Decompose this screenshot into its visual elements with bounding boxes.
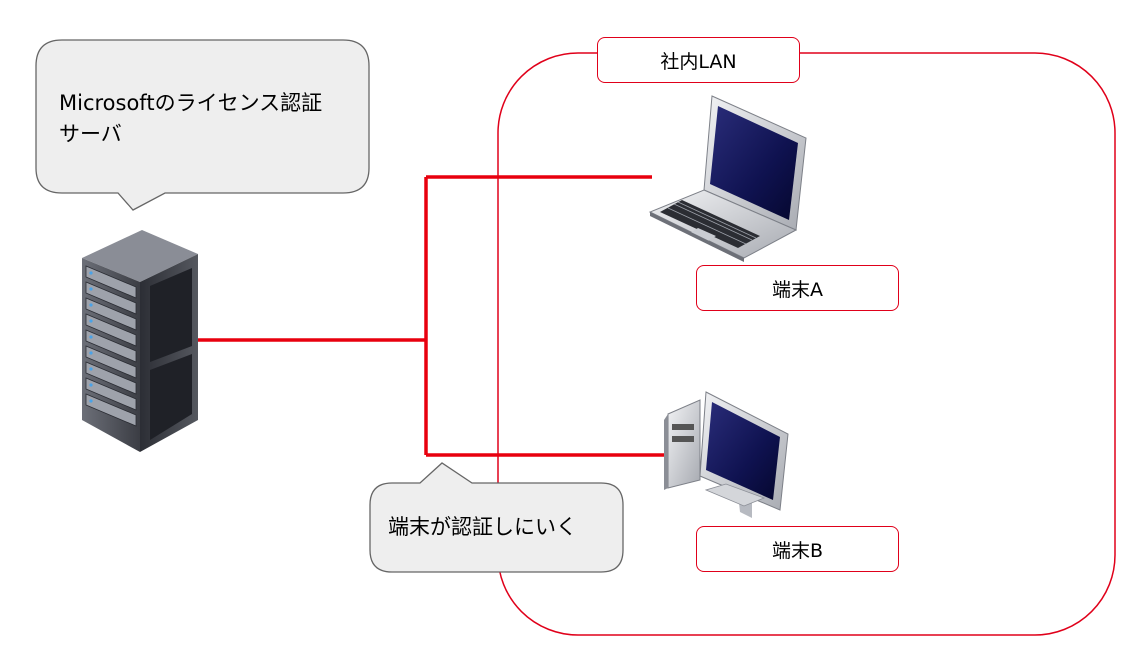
terminal-b-label: 端末B [696, 526, 899, 572]
terminal-b-label-text: 端末B [771, 539, 824, 562]
terminal-a-label-text: 端末A [772, 278, 823, 301]
server-rack-icon [82, 230, 198, 452]
server-callout-line-1: Microsoftのライセンス認証 [59, 91, 322, 115]
lan-label: 社内LAN [597, 37, 800, 83]
connection-lines [196, 175, 668, 457]
laptop-icon [648, 95, 807, 262]
server-callout-bubble [35, 39, 370, 211]
auth-callout-text: 端末が認証しにいく [388, 515, 577, 539]
lan-label-text: 社内LAN [660, 50, 737, 73]
server-callout-line-2: サーバ [59, 122, 122, 146]
desktop-computer-icon [664, 391, 789, 518]
lan-boundary [497, 52, 1116, 636]
auth-callout-bubble [369, 462, 624, 573]
terminal-a-label: 端末A [696, 265, 899, 311]
